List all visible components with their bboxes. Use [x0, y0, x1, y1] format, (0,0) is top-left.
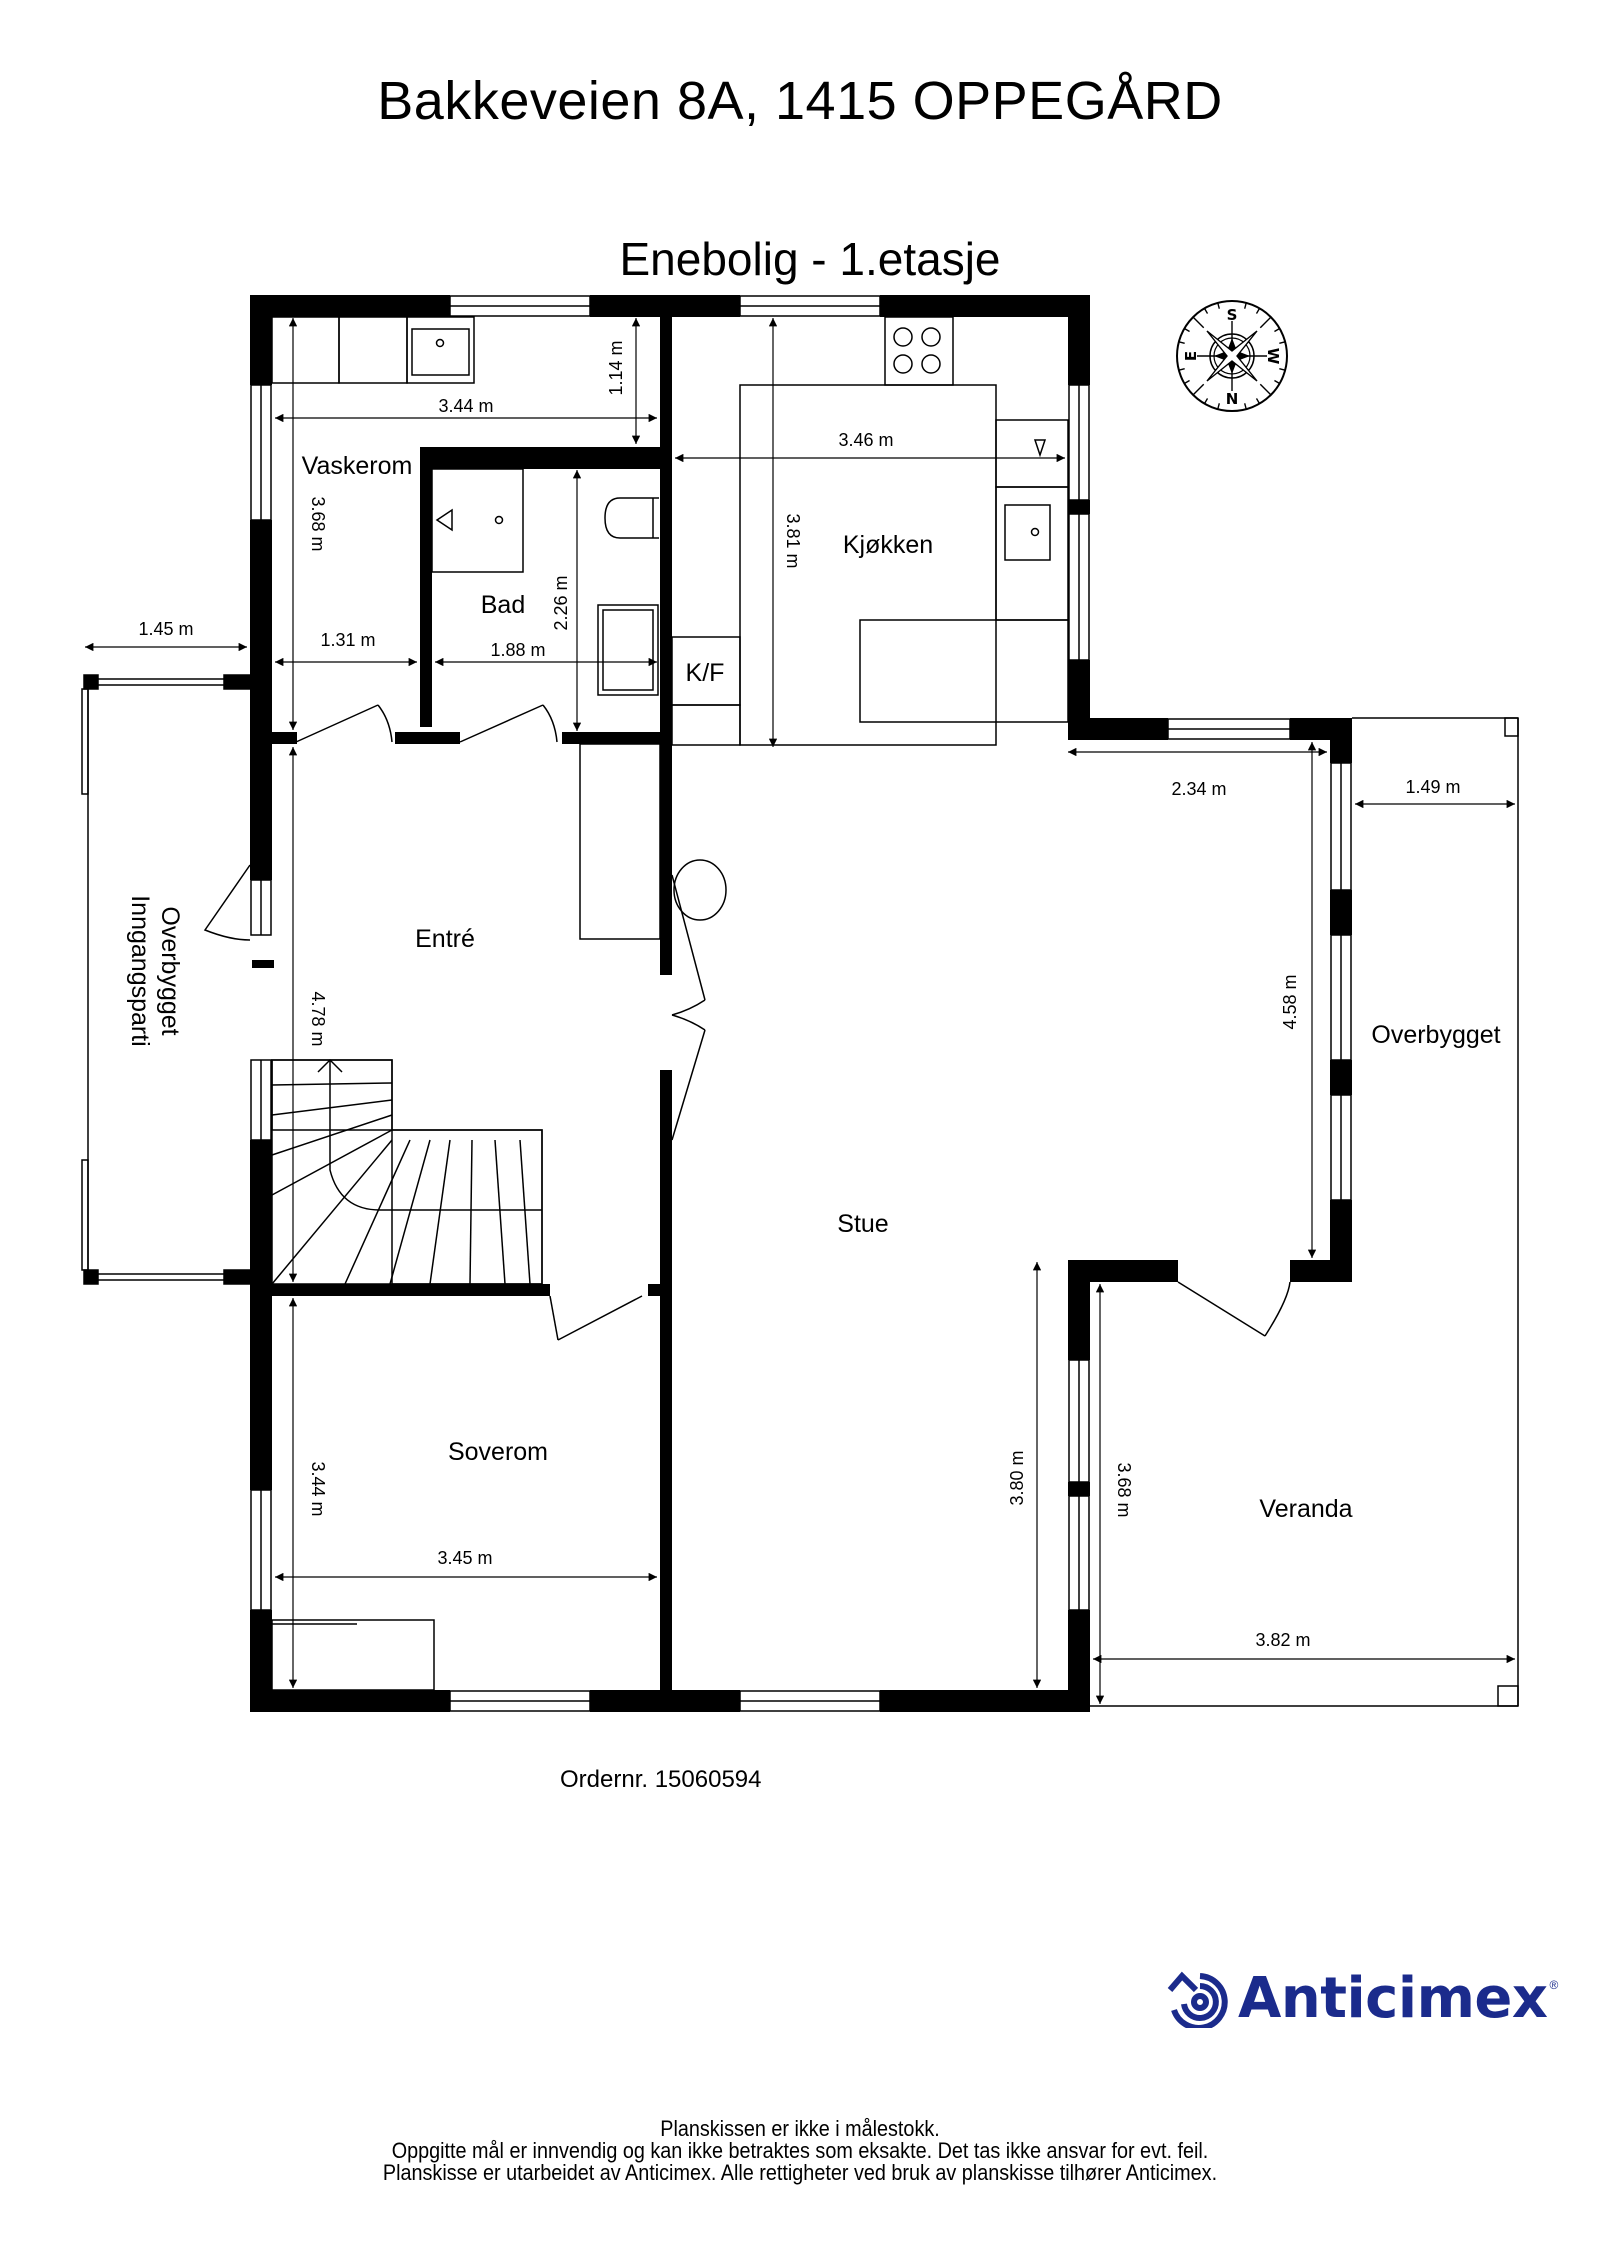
disclaimer-line-1: Planskissen er ikke i målestokk.: [660, 2116, 940, 2141]
disclaimer-line-2: Oppgitte mål er innvendig og kan ikke be…: [391, 2138, 1209, 2163]
dim-vaskerom-depth: 1.14 m: [606, 340, 626, 395]
room-labels: Vaskerom Bad Kjøkken K/F Entré Stue Sove…: [126, 452, 1501, 1523]
brand-registered: ®: [1549, 1978, 1559, 1992]
fixtures: [271, 316, 1069, 1691]
dim-kjokken-width: 3.46 m: [838, 430, 893, 450]
room-inngangsparti-line1: Overbygget: [156, 906, 184, 1035]
room-entre: Entré: [415, 925, 475, 953]
room-vaskerom: Vaskerom: [302, 452, 413, 480]
room-kjokken: Kjøkken: [843, 531, 933, 559]
dim-veranda-height: 3.68 m: [1114, 1462, 1134, 1517]
dim-inngang-width: 1.45 m: [138, 619, 193, 639]
anticimex-logo-icon: [1167, 1971, 1228, 2028]
dim-bad-height: 2.26 m: [551, 575, 571, 630]
brand-name: Anticimex: [1238, 1966, 1548, 2031]
outdoor-outlines: [81, 674, 1519, 1707]
dim-vaskerom-bottom: 1.31 m: [320, 630, 375, 650]
room-inngangsparti-line2: Inngangsparti: [126, 895, 154, 1047]
compass-label-right: W: [1264, 348, 1282, 365]
brand-logo: Anticimex ®: [1160, 1966, 1558, 2031]
disclaimer-line-3: Planskisse er utarbeidet av Anticimex. A…: [382, 2160, 1218, 2185]
dim-stue-right-width: 2.34 m: [1171, 779, 1226, 799]
dim-stue-lower-height: 3.80 m: [1007, 1450, 1027, 1505]
dim-soverom-height: 3.44 m: [308, 1461, 328, 1516]
dimension-lines: [85, 318, 1515, 1704]
dim-entre-height: 4.78 m: [308, 991, 328, 1046]
dim-soverom-width: 3.45 m: [437, 1548, 492, 1568]
room-kf: K/F: [686, 659, 725, 687]
dim-bad-width: 1.88 m: [490, 640, 545, 660]
dim-stue-right-height: 4.58 m: [1280, 974, 1300, 1029]
windows: [250, 295, 1352, 1712]
order-number: Ordernr. 15060594: [560, 1766, 762, 1793]
compass-rose-icon: S N E W: [1176, 300, 1288, 412]
doors: [203, 704, 1291, 1341]
compass-label-left: E: [1182, 351, 1200, 361]
room-stue: Stue: [837, 1210, 888, 1238]
walls: [250, 295, 1352, 1712]
room-soverom: Soverom: [448, 1438, 548, 1466]
compass-label-bottom: N: [1226, 390, 1239, 408]
dim-vaskerom-width: 3.44 m: [438, 396, 493, 416]
room-veranda: Veranda: [1259, 1495, 1352, 1523]
disclaimer: Planskissen er ikke i målestokk. Oppgitt…: [0, 2118, 1600, 2184]
page-title: Bakkeveien 8A, 1415 OPPEGÅRD: [377, 71, 1223, 131]
dim-vaskerom-height: 3.68 m: [308, 496, 328, 551]
dimension-labels: 3.44 m 1.14 m 3.68 m 1.31 m 1.88 m 2.26 …: [138, 340, 1460, 1650]
dim-veranda-width: 3.82 m: [1255, 1630, 1310, 1650]
compass-label-top: S: [1227, 306, 1238, 324]
dim-kjokken-height: 3.81 m: [783, 513, 803, 568]
dim-overbygget-width: 1.49 m: [1405, 777, 1460, 797]
room-overbygget: Overbygget: [1371, 1021, 1500, 1049]
floor-subtitle: Enebolig - 1.etasje: [619, 233, 1001, 285]
room-bad: Bad: [481, 591, 525, 619]
